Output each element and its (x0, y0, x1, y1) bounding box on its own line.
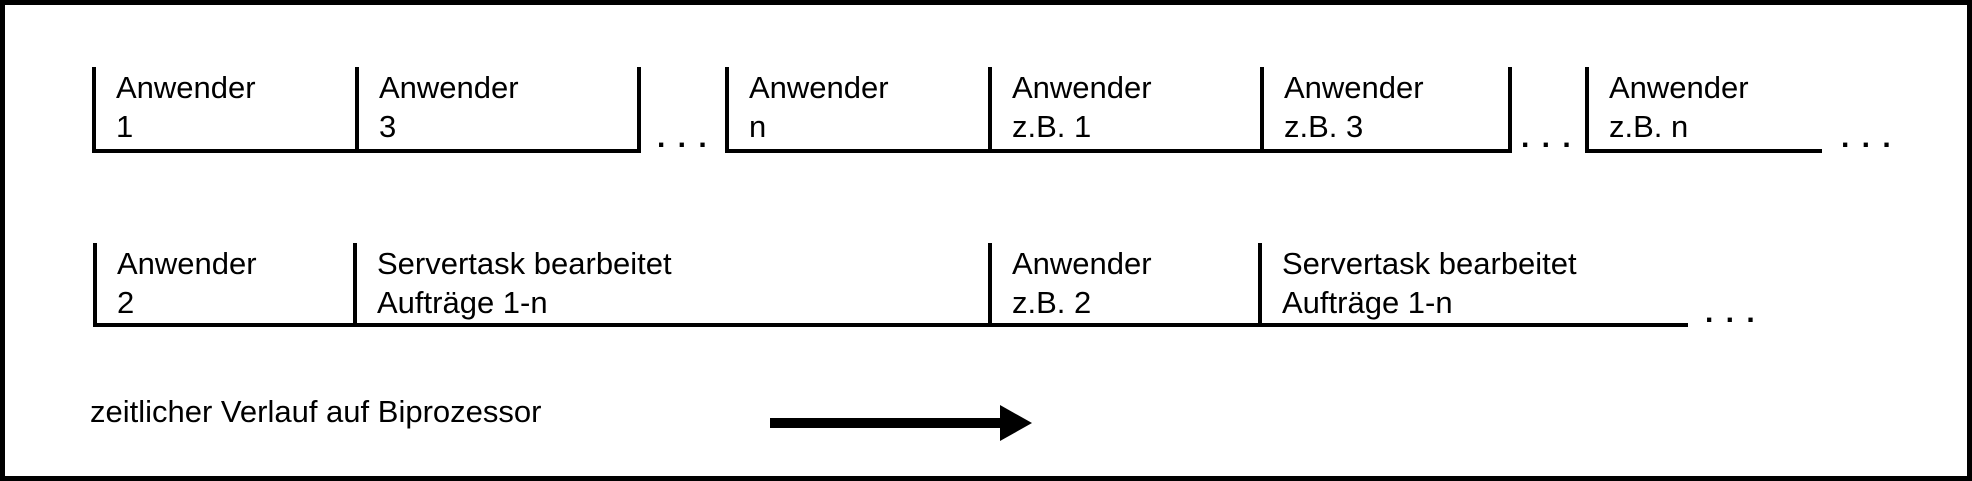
segment-label-line2: Aufträge 1-n (377, 285, 548, 320)
segment-label-line1: Anwender (117, 246, 257, 281)
segment-label-line2: 3 (379, 109, 397, 144)
ellipsis: . . . (1705, 296, 1757, 329)
user-task-segment: Anwender z.B. 3 (1260, 67, 1508, 149)
segment-label-line2: 1 (116, 109, 134, 144)
segment-label-line2: z.B. 2 (1012, 285, 1092, 320)
user-task-segment: Anwender n (725, 67, 988, 149)
user-task-segment: Anwender z.B. n (1585, 67, 1822, 149)
segment-label-line2: n (749, 109, 767, 144)
segment-label-line2: z.B. n (1609, 109, 1689, 144)
user-task-segment: Anwender 1 (92, 67, 355, 149)
ellipsis: . . . (1841, 121, 1893, 154)
segment-label-line2: z.B. 1 (1012, 109, 1092, 144)
time-arrow-shaft (770, 418, 1000, 428)
segment-label-line1: Anwender (1012, 246, 1152, 281)
caption-time-axis: zeitlicher Verlauf auf Biprozessor (90, 394, 542, 429)
segment-label-line1: Anwender (749, 70, 889, 105)
timeline-bracket-cpu1-user-n: Anwender z.B. n (1585, 67, 1822, 153)
ellipsis: . . . (1521, 121, 1573, 154)
segment-label-line1: Anwender (1609, 70, 1749, 105)
segment-label-line1: Anwender (379, 70, 519, 105)
user-task-segment: Anwender z.B. 2 (988, 243, 1258, 323)
user-task-segment: Anwender z.B. 1 (988, 67, 1260, 149)
server-task-segment: Servertask bearbeitet Aufträge 1-n (1258, 243, 1688, 323)
segment-label-line1: Servertask bearbeitet (377, 246, 672, 281)
segment-label-line1: Anwender (1284, 70, 1424, 105)
segment-label-line1: Anwender (116, 70, 256, 105)
arrow-right-icon (1000, 405, 1032, 441)
timeline-bracket-cpu1-users-continued: Anwender n Anwender z.B. 1 Anwender z.B.… (725, 67, 1512, 153)
ellipsis: . . . (657, 121, 709, 154)
timeline-bracket-cpu2: Anwender 2 Servertask bearbeitet Aufträg… (93, 243, 1688, 327)
user-task-segment: Anwender 2 (93, 243, 353, 323)
server-task-segment: Servertask bearbeitet Aufträge 1-n (353, 243, 988, 323)
segment-label-line2: z.B. 3 (1284, 109, 1364, 144)
segment-label-line2: Aufträge 1-n (1282, 285, 1453, 320)
user-task-segment: Anwender 3 (355, 67, 637, 149)
segment-label-line1: Servertask bearbeitet (1282, 246, 1577, 281)
segment-label-line2: 2 (117, 285, 135, 320)
timeline-bracket-cpu1-users: Anwender 1 Anwender 3 (92, 67, 641, 153)
segment-label-line1: Anwender (1012, 70, 1152, 105)
